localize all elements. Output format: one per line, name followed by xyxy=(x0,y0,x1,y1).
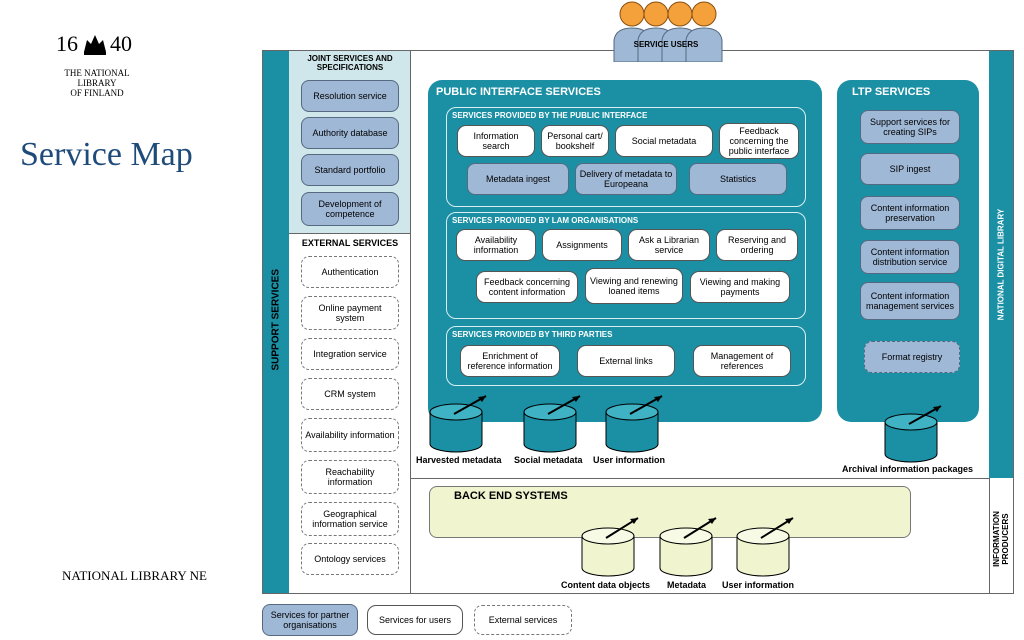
public-interface-section-title: SERVICES PROVIDED BY THE PUBLIC INTERFAC… xyxy=(452,111,648,120)
delivery-to-europeana[interactable]: Delivery of metadata to Europeana xyxy=(575,163,677,195)
metadata-db-icon xyxy=(659,517,717,577)
format-registry[interactable]: Format registry xyxy=(864,341,960,373)
management-of-references[interactable]: Management of references xyxy=(693,345,791,377)
viewing-making-payments[interactable]: Viewing and making payments xyxy=(690,271,790,303)
logo-year-left: 16 xyxy=(56,31,78,56)
feedback-public-interface[interactable]: Feedback concerning the public interface xyxy=(719,123,799,159)
statistics[interactable]: Statistics xyxy=(689,163,787,195)
information-search[interactable]: Information search xyxy=(457,125,535,157)
logo-line-2: LIBRARY xyxy=(77,78,117,88)
availability-information[interactable]: Availability information xyxy=(456,229,536,261)
sip-ingest[interactable]: SIP ingest xyxy=(860,153,960,185)
service-users-icon xyxy=(613,1,723,62)
backend-user-information-label: User information xyxy=(722,580,795,590)
service-users-label: SERVICE USERS xyxy=(633,40,699,49)
integration-service[interactable]: Integration service xyxy=(301,338,399,370)
user-information-label: User information xyxy=(593,455,666,465)
third-parties-section-title: SERVICES PROVIDED BY THIRD PARTIES xyxy=(452,330,613,339)
social-metadata-service[interactable]: Social metadata xyxy=(615,125,713,157)
backend-metadata-label: Metadata xyxy=(667,580,707,590)
ontology-services[interactable]: Ontology services xyxy=(301,543,399,575)
reserving-and-ordering[interactable]: Reserving and ordering xyxy=(716,229,798,261)
logo-line-1: THE NATIONAL xyxy=(64,68,130,78)
social-metadata-db-icon xyxy=(523,395,581,453)
content-data-objects-label: Content data objects xyxy=(561,580,651,590)
resolution-service[interactable]: Resolution service xyxy=(301,80,399,112)
joint-services-left-strip xyxy=(263,51,289,234)
logo: 16 40 THE NATIONAL LIBRARY OF FINLAND xyxy=(52,32,142,104)
national-digital-library-label: NATIONAL DIGITAL LIBRARY xyxy=(996,208,1006,321)
backend-user-information-db-icon xyxy=(736,517,794,577)
logo-year-right: 40 xyxy=(110,31,132,56)
metadata-ingest[interactable]: Metadata ingest xyxy=(467,163,569,195)
online-payment-system[interactable]: Online payment system xyxy=(301,296,399,330)
legend-users: Services for users xyxy=(367,605,463,635)
development-of-competence[interactable]: Development of competence xyxy=(301,192,399,226)
geographical-information-service[interactable]: Geographical information service xyxy=(301,502,399,536)
support-creating-sips[interactable]: Support services for creating SIPs xyxy=(860,110,960,144)
feedback-content-information[interactable]: Feedback concerning content information xyxy=(476,271,578,303)
availability-information-ext[interactable]: Availability information xyxy=(301,418,399,452)
standard-portfolio[interactable]: Standard portfolio xyxy=(301,154,399,186)
external-services-area xyxy=(289,234,411,593)
lion-crest-icon xyxy=(84,35,106,55)
information-producers-area xyxy=(989,478,1013,593)
content-information-preservation[interactable]: Content information preservation xyxy=(860,196,960,230)
enrichment-of-reference[interactable]: Enrichment of reference information xyxy=(460,345,560,377)
external-links[interactable]: External links xyxy=(577,345,675,377)
lam-section-title: SERVICES PROVIDED BY LAM ORGANISATIONS xyxy=(452,216,639,225)
assignments[interactable]: Assignments xyxy=(542,229,622,261)
legend-partner: Services for partner organisations xyxy=(262,604,358,636)
footer-text: NATIONAL LIBRARY NE xyxy=(62,568,207,583)
third-parties-section xyxy=(446,326,806,386)
ltp-title: LTP SERVICES xyxy=(852,86,931,98)
ask-a-librarian[interactable]: Ask a Librarian service xyxy=(628,229,710,261)
harvested-metadata-db-icon xyxy=(429,395,487,453)
public-interface-title: PUBLIC INTERFACE SERVICES xyxy=(436,86,601,98)
page-title: Service Map xyxy=(20,136,193,173)
reachability-information[interactable]: Reachability information xyxy=(301,460,399,494)
viewing-renewing-loans[interactable]: Viewing and renewing loaned items xyxy=(585,268,683,304)
content-information-management[interactable]: Content information management services xyxy=(860,282,960,320)
archival-packages-label: Archival information packages xyxy=(842,464,974,474)
content-information-distribution[interactable]: Content information distribution service xyxy=(860,240,960,274)
support-services-label: SUPPORT SERVICES xyxy=(270,268,282,371)
logo-line-3: OF FINLAND xyxy=(70,88,124,98)
backend-divider xyxy=(411,478,989,479)
lam-section xyxy=(446,212,806,319)
legend-external: External services xyxy=(474,605,572,635)
authority-database[interactable]: Authority database xyxy=(301,117,399,149)
crm-system[interactable]: CRM system xyxy=(301,378,399,410)
joint-services-title: JOINT SERVICES AND SPECIFICATIONS xyxy=(307,54,393,72)
authentication[interactable]: Authentication xyxy=(301,256,399,288)
personal-cart-bookshelf[interactable]: Personal cart/ bookshelf xyxy=(541,125,609,157)
external-services-title: EXTERNAL SERVICES xyxy=(301,238,399,248)
user-information-db-icon xyxy=(605,395,663,453)
social-metadata-label: Social metadata xyxy=(514,455,583,465)
public-interface-section xyxy=(446,107,806,207)
back-end-title: BACK END SYSTEMS xyxy=(454,490,568,502)
harvested-metadata-label: Harvested metadata xyxy=(416,455,502,465)
information-producers-label: INFORMATION PRODUCERS xyxy=(992,511,1010,567)
national-digital-library-bar xyxy=(989,51,1013,478)
content-data-objects-db-icon xyxy=(581,517,639,577)
archival-packages-db-icon xyxy=(884,405,942,463)
